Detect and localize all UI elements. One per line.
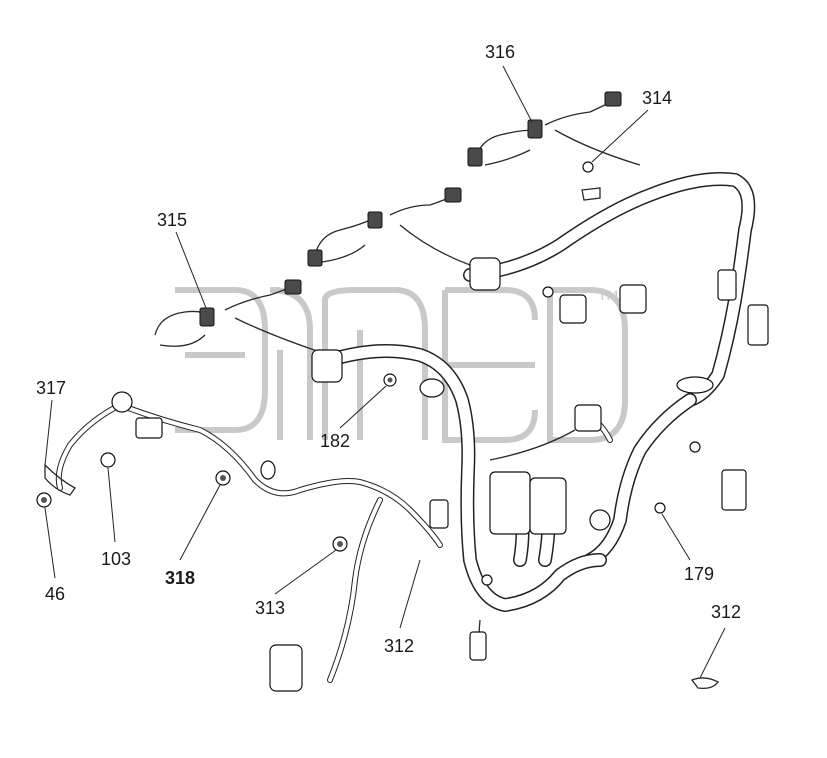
callout-315: 315 <box>157 210 187 230</box>
connector <box>574 404 602 432</box>
connector <box>429 499 449 529</box>
connector <box>284 279 302 295</box>
loose-clip <box>690 677 719 690</box>
connector <box>269 644 303 692</box>
nut <box>654 502 666 514</box>
connector <box>307 249 323 267</box>
callout-labels: 316 314 315 317 182 103 318 46 313 312 1… <box>36 42 741 656</box>
connector <box>311 349 343 383</box>
clips <box>44 187 719 690</box>
watermark-logo: TM <box>175 287 628 443</box>
fasteners <box>36 161 701 586</box>
connector <box>717 269 737 301</box>
connectors <box>135 91 769 692</box>
nut <box>689 441 701 453</box>
connector <box>135 417 163 439</box>
relay-block <box>529 477 567 535</box>
connector <box>559 294 587 324</box>
callout-179: 179 <box>684 564 714 584</box>
leader-lines <box>44 65 726 679</box>
connector <box>527 119 543 139</box>
callout-317: 317 <box>36 378 66 398</box>
callout-313: 313 <box>255 598 285 618</box>
connector <box>467 147 483 167</box>
nut <box>582 161 594 173</box>
bracket <box>581 187 601 201</box>
relay-block <box>489 471 531 535</box>
clip <box>111 391 133 413</box>
connector <box>367 211 383 229</box>
connector <box>619 284 647 314</box>
bolt <box>100 452 116 468</box>
connector <box>604 91 622 107</box>
connector <box>747 304 769 346</box>
callout-46: 46 <box>45 584 65 604</box>
connector <box>444 187 462 203</box>
callout-314: 314 <box>642 88 672 108</box>
callout-316: 316 <box>485 42 515 62</box>
callout-103: 103 <box>101 549 131 569</box>
callout-312-loose: 312 <box>711 602 741 622</box>
connector <box>721 469 747 511</box>
watermark-trademark: TM <box>598 287 618 303</box>
nut <box>542 286 554 298</box>
clip <box>260 460 276 480</box>
clip <box>676 376 714 394</box>
callout-182: 182 <box>320 431 350 451</box>
bracket <box>44 463 76 496</box>
callout-318: 318 <box>165 568 195 588</box>
connector <box>469 631 487 661</box>
clip <box>589 509 611 531</box>
connector <box>199 307 215 327</box>
connector <box>469 257 501 291</box>
callout-312: 312 <box>384 636 414 656</box>
nut <box>481 574 493 586</box>
main-harness-trunk <box>323 172 756 612</box>
clip <box>419 378 445 398</box>
